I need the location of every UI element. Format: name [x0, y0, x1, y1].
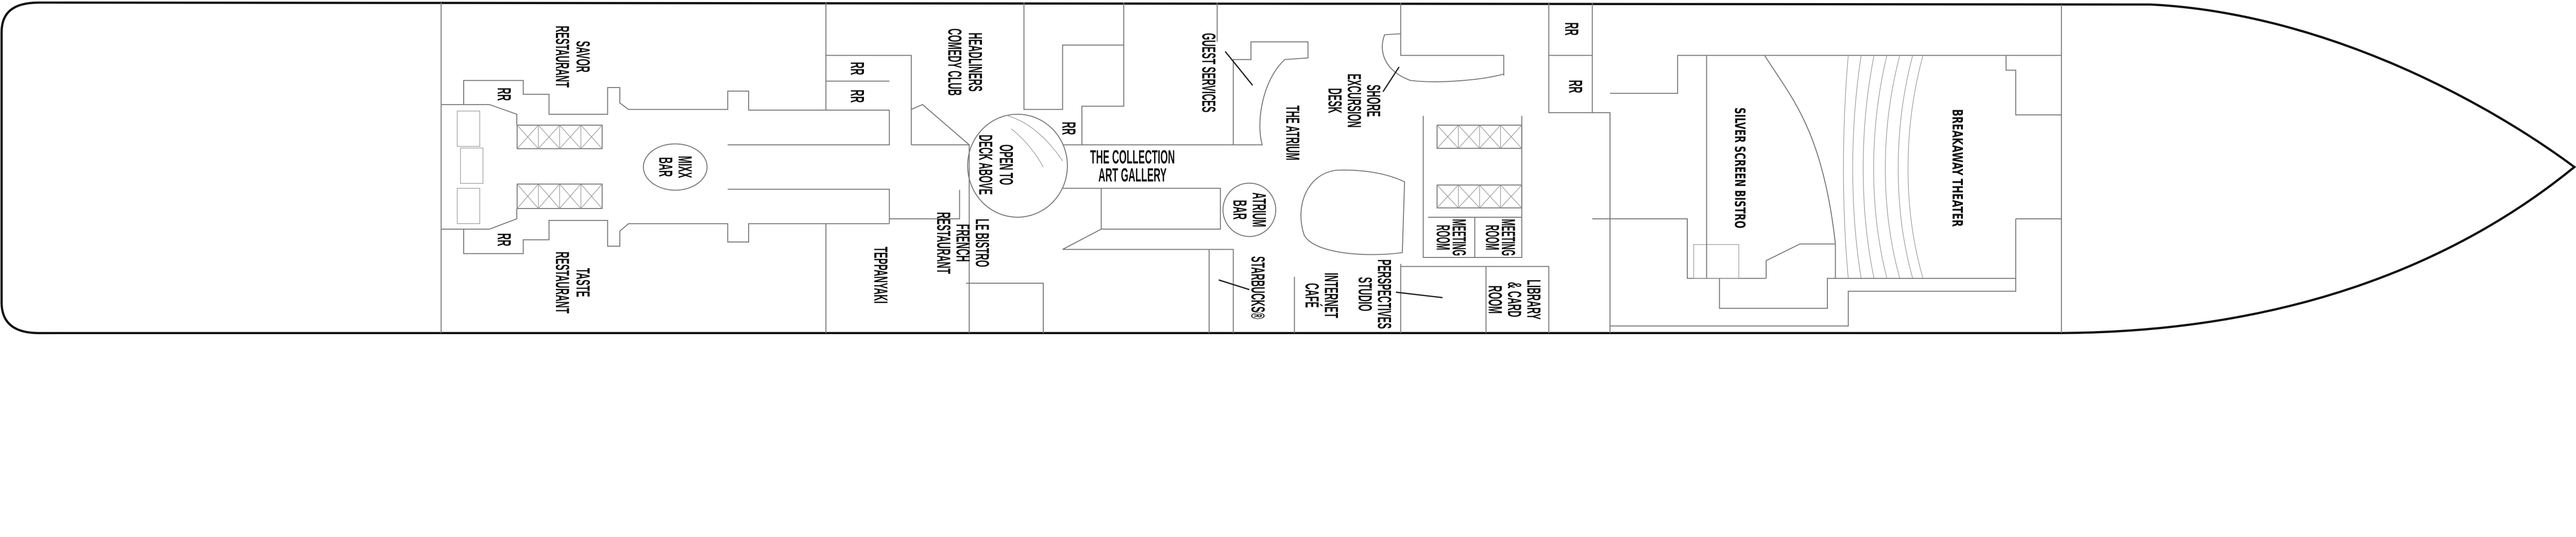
label-restroom: RR: [1564, 80, 1586, 93]
label-le-bistro: FRENCH: [952, 224, 974, 262]
label-internet-cafe: CAFÉ: [1301, 283, 1324, 308]
elevator-bank-forward: [1428, 125, 1522, 257]
room-labels: SAVOR RESTAURANT TASTE RESTAURANT RR RR …: [493, 23, 1965, 329]
label-breakaway-theater: BREAKAWAY THEATER: [1949, 109, 1965, 227]
label-perspectives-studio: PERSPECTIVES: [1374, 259, 1395, 329]
label-meeting-room: MEETING: [1497, 219, 1519, 256]
label-the-atrium: THE ATRIUM: [1282, 106, 1303, 161]
label-headliners-comedy-club: HEADLINERS: [964, 32, 986, 92]
label-library-card-room: & CARD: [1503, 282, 1525, 318]
label-mixx-bar: BAR: [655, 157, 676, 177]
label-meeting-room: ROOM: [1481, 225, 1503, 250]
label-library-card-room: ROOM: [1484, 285, 1506, 314]
label-meeting-room: ROOM: [1432, 225, 1453, 250]
label-restroom: RR: [493, 88, 515, 100]
ship-hull: [0, 1, 2576, 335]
atrium-stair-void: [1300, 169, 1405, 255]
label-headliners-comedy-club: COMEDY CLUB: [943, 28, 965, 96]
label-open-to-deck-above: DECK ABOVE: [974, 135, 996, 195]
label-meeting-room: MEETING: [1448, 219, 1469, 256]
label-taste-restaurant: RESTAURANT: [551, 252, 573, 314]
label-starbucks: STARBUCKS®: [1247, 256, 1268, 320]
open-to-deck-void: [967, 113, 1068, 218]
leader-line-shore-excursion: [1382, 66, 1400, 92]
elevator-bank-aft: [516, 125, 603, 209]
leader-line-starbucks: [1218, 279, 1250, 290]
leader-line-guest-services: [1225, 51, 1253, 86]
label-library-card-room: LIBRARY: [1523, 280, 1545, 320]
theater-walls: [1610, 55, 2062, 327]
mixx-bar-outline: [642, 143, 708, 191]
label-teppanyaki: TEPPANYAKI: [870, 247, 891, 304]
label-shore-excursion-desk: DESK: [1324, 88, 1346, 113]
label-savor-restaurant: SAVOR: [572, 41, 594, 72]
label-internet-cafe: INTERNET: [1320, 273, 1342, 318]
deck-plan: SAVOR RESTAURANT TASTE RESTAURANT RR RR …: [0, 1, 2576, 335]
label-silver-screen-bistro: SILVER SCREEN BISTRO: [1732, 108, 1748, 229]
label-the-collection-art-gallery: ART GALLERY: [1098, 165, 1167, 186]
label-restroom: RR: [846, 62, 868, 75]
aft-walls: [441, 3, 1125, 333]
label-guest-services: GUEST SERVICES: [1198, 33, 1219, 112]
label-shore-excursion-desk: EXCURSION: [1343, 74, 1365, 128]
label-le-bistro: LE BISTRO: [971, 219, 993, 267]
atrium-bar-outline: [1222, 182, 1277, 237]
label-open-to-deck-above: OPEN TO: [995, 145, 1016, 185]
leader-line-perspectives: [1396, 291, 1443, 299]
label-restroom: RR: [1561, 23, 1582, 36]
label-le-bistro: RESTAURANT: [933, 212, 954, 274]
label-restroom: RR: [1058, 122, 1079, 135]
label-atrium-bar: ATRIUM: [1248, 193, 1270, 227]
label-mixx-bar: MIXX: [674, 156, 696, 178]
label-atrium-bar: BAR: [1229, 200, 1250, 219]
center-walls: [967, 3, 2062, 333]
label-the-collection-art-gallery: THE COLLECTION: [1090, 147, 1175, 168]
label-restroom: RR: [846, 90, 868, 102]
label-taste-restaurant: TASTE: [572, 268, 594, 297]
label-perspectives-studio: STUDIO: [1354, 277, 1376, 311]
label-restroom: RR: [493, 233, 515, 246]
label-shore-excursion-desk: SHORE: [1363, 84, 1384, 117]
label-savor-restaurant: RESTAURANT: [551, 26, 573, 88]
